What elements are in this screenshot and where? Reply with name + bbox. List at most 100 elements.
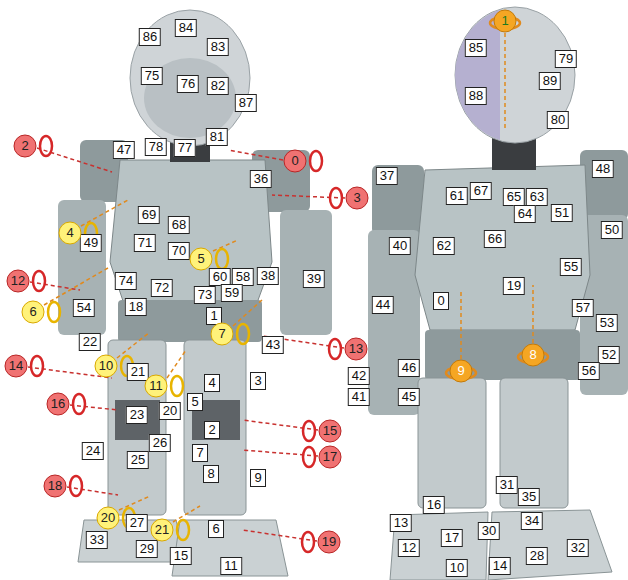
callout-number: 46 xyxy=(398,359,420,377)
rotation-arrow xyxy=(48,302,60,322)
callout-number: 59 xyxy=(221,284,243,302)
joint-number: 1 xyxy=(494,10,517,33)
callout-number: 41 xyxy=(348,388,370,406)
callout-number: 57 xyxy=(572,299,594,317)
callout-number: 73 xyxy=(194,286,216,304)
callout-number: 53 xyxy=(596,314,618,332)
callout-number: 47 xyxy=(113,141,135,159)
rotation-arrows xyxy=(31,17,548,552)
rotation-arrow xyxy=(237,324,249,344)
joint-number: 0 xyxy=(284,150,307,173)
joint-number: 10 xyxy=(95,355,118,378)
joint-number: 20 xyxy=(97,507,120,530)
rotation-arrow xyxy=(73,394,85,414)
callout-number: 25 xyxy=(127,451,149,469)
rotation-arrow xyxy=(216,249,228,269)
callout-number: 69 xyxy=(138,206,160,224)
callout-number: 77 xyxy=(174,139,196,157)
joint-number: 7 xyxy=(211,323,234,346)
callout-number: 3 xyxy=(250,372,266,390)
callout-number: 66 xyxy=(484,230,506,248)
callout-number: 67 xyxy=(470,182,492,200)
joint-number: 15 xyxy=(319,420,342,443)
rotation-arrow xyxy=(171,376,183,396)
callout-number: 50 xyxy=(601,221,623,239)
joint-number: 14 xyxy=(5,355,28,378)
joint-number: 13 xyxy=(345,338,368,361)
rotation-arrow xyxy=(302,532,314,552)
callout-number: 23 xyxy=(126,406,148,424)
joint-number: 19 xyxy=(318,531,341,554)
callout-number: 45 xyxy=(398,388,420,406)
rotation-arrow xyxy=(177,520,189,540)
callout-number: 48 xyxy=(592,160,614,178)
callout-number: 4 xyxy=(204,374,220,392)
callout-number: 79 xyxy=(555,50,577,68)
callout-number: 87 xyxy=(235,94,257,112)
joint-number: 5 xyxy=(190,248,213,271)
callout-number: 55 xyxy=(560,258,582,276)
callout-number: 86 xyxy=(139,28,161,46)
callout-number: 15 xyxy=(170,547,192,565)
callout-number: 13 xyxy=(390,514,412,532)
callout-number: 17 xyxy=(441,529,463,547)
joint-number: 3 xyxy=(346,187,369,210)
rotation-arrow xyxy=(303,421,315,441)
callout-number: 56 xyxy=(578,362,600,380)
callout-number: 18 xyxy=(125,298,147,316)
robot-front xyxy=(58,10,332,576)
callout-number: 33 xyxy=(86,531,108,549)
callout-number: 80 xyxy=(547,111,569,129)
callout-number: 71 xyxy=(134,234,156,252)
callout-number: 52 xyxy=(598,346,620,364)
callout-number: 5 xyxy=(187,393,203,411)
callout-number: 14 xyxy=(489,557,511,575)
callout-number: 84 xyxy=(175,19,197,37)
callout-number: 75 xyxy=(141,67,163,85)
callout-number: 76 xyxy=(177,75,199,93)
callout-number: 89 xyxy=(539,72,561,90)
callout-number: 39 xyxy=(303,270,325,288)
callout-number: 29 xyxy=(136,540,158,558)
joint-number: 2 xyxy=(14,135,37,158)
callout-number: 12 xyxy=(398,539,420,557)
rotation-arrow xyxy=(70,476,82,496)
callout-number: 70 xyxy=(168,242,190,260)
callout-number: 88 xyxy=(465,87,487,105)
callout-number: 68 xyxy=(168,216,190,234)
joint-number: 17 xyxy=(319,446,342,469)
callout-number: 61 xyxy=(446,187,468,205)
rotation-arrow xyxy=(310,151,322,171)
callout-number: 6 xyxy=(208,520,224,538)
callout-number: 44 xyxy=(372,296,394,314)
callout-number: 81 xyxy=(206,128,228,146)
callout-number: 19 xyxy=(503,277,525,295)
callout-number: 43 xyxy=(262,336,284,354)
callout-number: 16 xyxy=(423,496,445,514)
callout-number: 28 xyxy=(526,547,548,565)
rotation-arrow xyxy=(31,356,43,376)
callout-number: 78 xyxy=(145,138,167,156)
callout-number: 8 xyxy=(203,465,219,483)
callout-number: 0 xyxy=(433,292,449,310)
callout-number: 37 xyxy=(376,167,398,185)
rotation-arrow xyxy=(40,136,52,156)
callout-number: 7 xyxy=(192,444,208,462)
callout-number: 49 xyxy=(80,234,102,252)
joint-number: 11 xyxy=(145,375,168,398)
rotation-arrow xyxy=(330,188,342,208)
callout-number: 54 xyxy=(73,299,95,317)
callout-number: 20 xyxy=(159,402,181,420)
callout-number: 32 xyxy=(567,539,589,557)
callout-number: 38 xyxy=(257,267,279,285)
joint-number: 9 xyxy=(450,360,473,383)
callout-number: 26 xyxy=(149,434,171,452)
robot-back xyxy=(368,7,628,580)
callout-number: 85 xyxy=(465,39,487,57)
joint-number: 12 xyxy=(7,270,30,293)
callout-number: 40 xyxy=(389,237,411,255)
joint-number: 4 xyxy=(59,222,82,245)
callout-number: 30 xyxy=(478,522,500,540)
callout-number: 27 xyxy=(126,514,148,532)
